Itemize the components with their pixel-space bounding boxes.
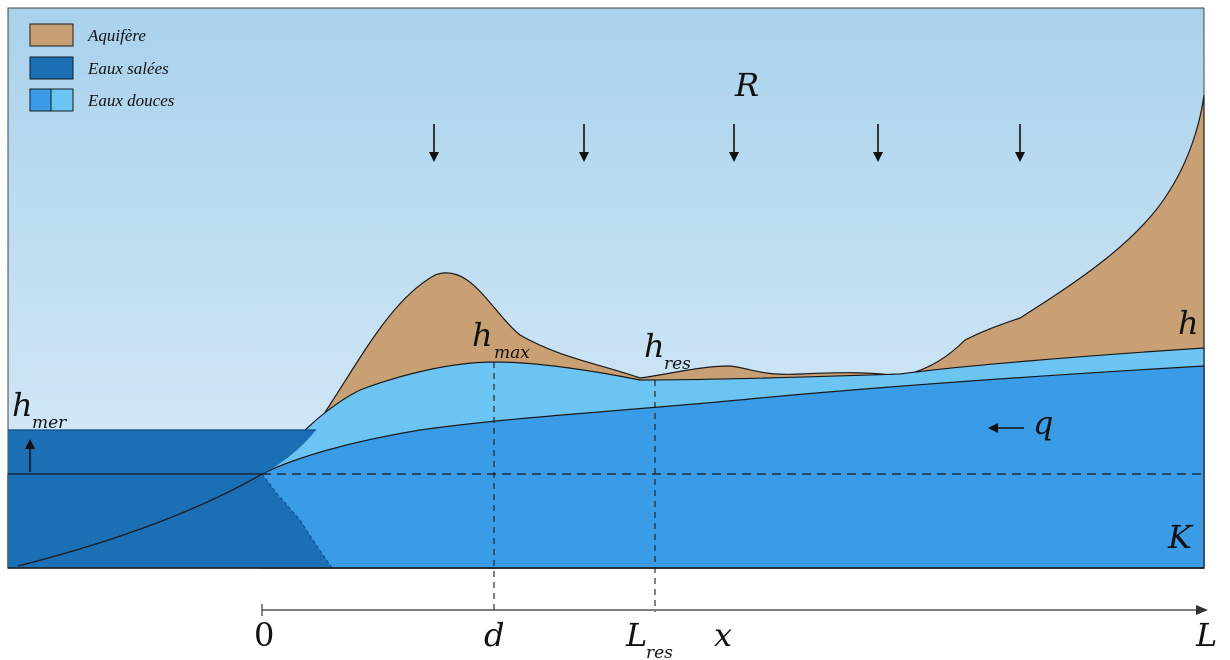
h-mer-label: h: [12, 386, 33, 424]
salt-fresh-interface: [17, 473, 263, 567]
axis-l-label: L: [1195, 616, 1217, 654]
h-mer-subscript: mer: [32, 413, 67, 433]
h-max-label: h: [472, 316, 493, 354]
legend-label-fresh: Eaux douces: [87, 91, 175, 110]
q-label: q: [1033, 404, 1053, 442]
legend-label-aquifer: Aquifère: [87, 26, 146, 45]
down-arrow-icon: [429, 124, 439, 162]
axis-x-label: x: [714, 616, 732, 654]
h-res-subscript: res: [664, 354, 691, 374]
axis-d-label: d: [484, 616, 504, 654]
legend-swatch-salt: [29, 56, 74, 80]
h-right-label: h: [1178, 304, 1199, 342]
axis-l-res-label: L: [625, 616, 647, 654]
recharge-label: R: [734, 66, 759, 104]
right-arrow-icon: [1196, 605, 1208, 615]
h-res-label: h: [644, 327, 665, 365]
left-arrow-icon: [988, 423, 1024, 433]
x-axis: [261, 604, 1208, 616]
legend-label-salt: Eaux salées: [87, 59, 169, 78]
axis-origin-label: 0: [254, 616, 274, 654]
legend-swatch-fresh-dark: [29, 88, 52, 112]
legend-swatch-aquifer: [29, 23, 74, 47]
up-arrow-icon: [25, 439, 35, 472]
k-label: K: [1167, 518, 1194, 556]
salt-water: [8, 430, 332, 568]
h-max-subscript: max: [494, 343, 530, 363]
down-arrow-icon: [873, 124, 883, 162]
recharge-arrows: [429, 124, 1025, 162]
salt-wedge-edge: [261, 473, 333, 569]
down-arrow-icon: [729, 124, 739, 162]
down-arrow-icon: [1015, 124, 1025, 162]
axis-l-res-subscript: res: [646, 643, 673, 660]
down-arrow-icon: [579, 124, 589, 162]
legend-swatch-fresh-light: [50, 88, 74, 112]
fresh-water-dark: [261, 365, 1205, 569]
legend: Aquifère Eaux salées Eaux douces: [29, 23, 175, 112]
